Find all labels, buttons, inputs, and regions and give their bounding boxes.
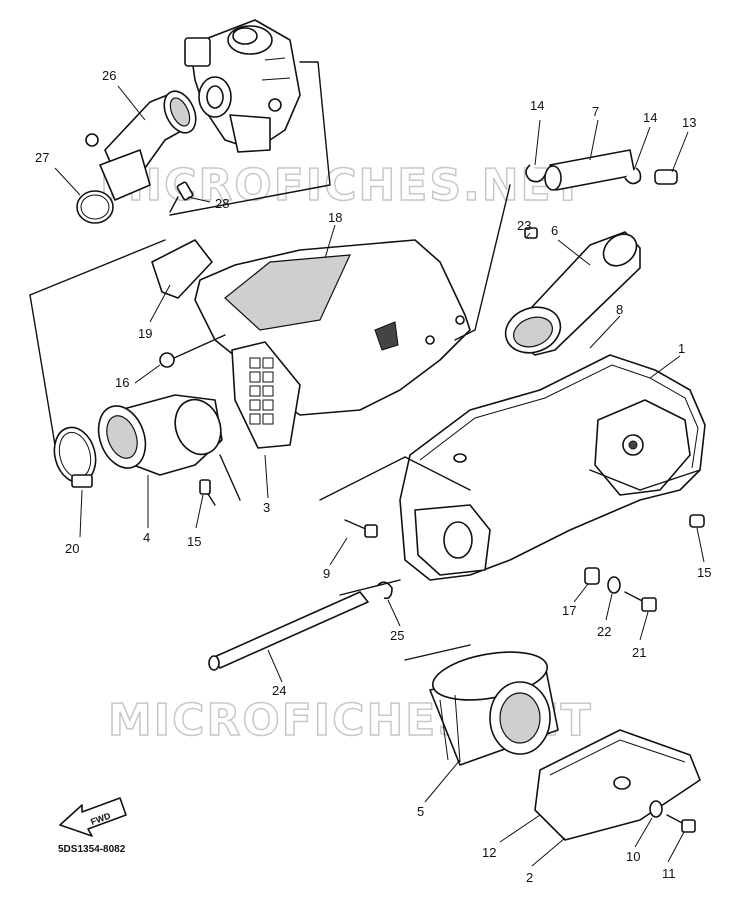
carburetor-illustration — [184, 19, 301, 153]
part-2-cover — [534, 729, 701, 841]
part-14-clip-right — [624, 167, 642, 185]
part-6-snorkel — [504, 231, 641, 356]
part-19-bracket — [29, 239, 166, 296]
carburetor-bracket — [169, 61, 331, 216]
fwd-arrow-icon: FWD — [59, 797, 127, 837]
watermark-top: MICROFICHES.NET — [100, 160, 585, 211]
part-4-duct — [97, 394, 223, 476]
callout-17: 17 — [562, 603, 576, 618]
part-1-bracket — [319, 456, 406, 501]
part-10-washer — [649, 800, 663, 818]
callout-12: 12 — [482, 845, 496, 860]
part-15-screw-left — [199, 479, 211, 495]
callout-20: 20 — [65, 541, 79, 556]
callout-18: 18 — [328, 210, 342, 225]
part-16-nut — [159, 352, 175, 368]
callout-16: 16 — [115, 375, 129, 390]
part-25-clip — [377, 581, 393, 600]
callout-28: 28 — [215, 196, 229, 211]
part-5-filter — [429, 651, 559, 766]
callout-8: 8 — [616, 302, 623, 317]
callout-1: 1 — [678, 341, 685, 356]
callout-14-left: 14 — [530, 98, 544, 113]
callout-23: 23 — [517, 218, 531, 233]
callout-2: 2 — [526, 870, 533, 885]
part-11-bolt — [666, 814, 696, 833]
part-27-o-ring — [76, 190, 114, 224]
part-15-screw-right — [689, 514, 705, 528]
part-22-washer — [607, 576, 621, 594]
callout-11: 11 — [662, 866, 676, 881]
callout-22: 22 — [597, 624, 611, 639]
callout-5: 5 — [417, 804, 424, 819]
callout-15-left: 15 — [187, 534, 201, 549]
callout-4: 4 — [143, 530, 150, 545]
part-13-plug — [654, 169, 678, 185]
callout-15-right: 15 — [697, 565, 711, 580]
callout-6: 6 — [551, 223, 558, 238]
callout-3: 3 — [263, 500, 270, 515]
part-26-joint — [85, 90, 197, 201]
part-14-clip-left — [525, 164, 546, 183]
callout-19: 19 — [138, 326, 152, 341]
callout-24: 24 — [272, 683, 286, 698]
part-21-bolt — [624, 591, 657, 612]
part-17-sleeve — [584, 567, 600, 585]
part-18-case — [194, 239, 471, 449]
callout-14-right: 14 — [643, 110, 657, 125]
part-24-hose — [208, 591, 369, 671]
diagram-code: 5DS1354-8082 — [58, 844, 126, 855]
part-1-case — [399, 354, 706, 581]
callout-26: 26 — [102, 68, 116, 83]
callout-13: 13 — [682, 115, 696, 130]
callout-25: 25 — [390, 628, 404, 643]
callout-21: 21 — [632, 645, 646, 660]
callout-7: 7 — [592, 104, 599, 119]
callout-10: 10 — [626, 849, 640, 864]
part-28-screw — [169, 181, 194, 213]
part-9-screw — [344, 519, 378, 538]
part-20-clamp — [53, 426, 97, 488]
part-7-tube — [544, 149, 636, 191]
leader-lines — [54, 85, 705, 867]
callout-9: 9 — [323, 566, 330, 581]
callout-27: 27 — [35, 150, 49, 165]
part-19-pad — [151, 239, 213, 299]
